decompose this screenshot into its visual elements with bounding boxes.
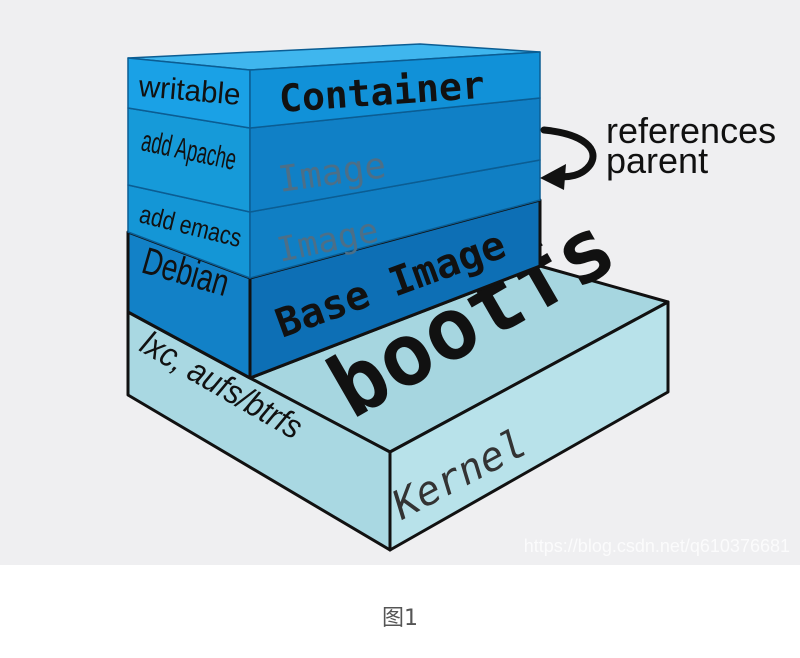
apache-image-layer: add Apache Image xyxy=(127,97,541,213)
references-parent-annotation: references parent xyxy=(540,110,776,190)
curved-arrow-icon xyxy=(540,126,597,181)
figure-caption: 图1 xyxy=(382,606,418,631)
container-front-face xyxy=(249,51,541,129)
arrow-head-icon xyxy=(540,164,566,190)
diagram-panel: lxc, aufs/btrfs Kernel bootfs Debian Bas… xyxy=(0,0,800,565)
references-label: references xyxy=(606,110,776,151)
kernel-front-face xyxy=(388,300,670,552)
parent-label: parent xyxy=(606,140,708,181)
watermark: https://blog.csdn.net/q610376681 xyxy=(524,536,790,556)
docker-layers-diagram: lxc, aufs/btrfs Kernel bootfs Debian Bas… xyxy=(126,43,790,556)
